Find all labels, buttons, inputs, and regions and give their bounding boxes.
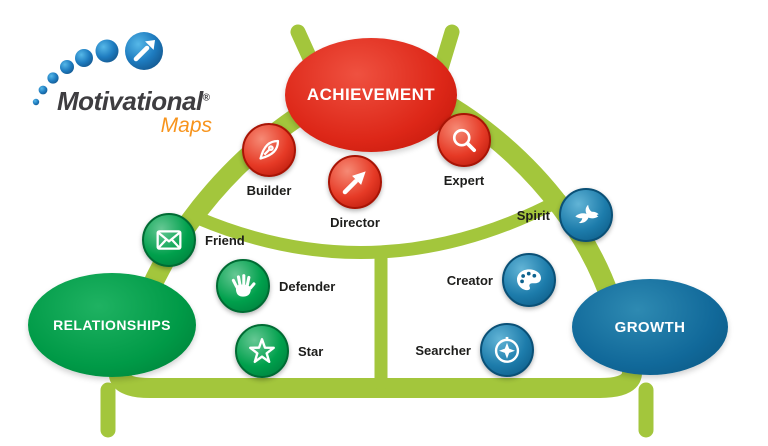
motivator-builder: Builder <box>215 123 323 198</box>
pen-nib-icon <box>259 139 280 160</box>
motivator-label: Searcher <box>415 342 471 358</box>
friend-badge <box>142 213 196 267</box>
motivator-label: Friend <box>205 232 245 248</box>
motivator-label: Spirit <box>516 207 550 223</box>
dove-icon <box>575 204 599 224</box>
node-achievement-label: ACHIEVEMENT <box>306 85 436 104</box>
node-growth: GROWTH <box>572 279 728 375</box>
node-relationships-label: RELATIONSHIPS <box>53 317 171 333</box>
compass-icon <box>494 336 520 363</box>
motivator-searcher: Searcher <box>415 323 534 377</box>
node-achievement: ACHIEVEMENT <box>285 38 457 152</box>
star-icon <box>249 338 275 364</box>
motivator-expert: Expert <box>410 113 518 188</box>
motivator-label: Expert <box>443 173 485 188</box>
motivator-friend: Friend <box>142 213 245 267</box>
motivator-creator: Creator <box>447 253 556 307</box>
motivator-label: Star <box>298 343 324 359</box>
spirit-badge <box>559 188 613 242</box>
logo: Motivational® Maps <box>0 0 250 140</box>
expert-badge <box>437 113 491 167</box>
magnifier-icon <box>452 128 476 152</box>
logo-sub-text: Maps <box>160 114 212 137</box>
node-relationships: RELATIONSHIPS <box>28 273 196 377</box>
director-badge <box>328 155 382 209</box>
motivator-label: Builder <box>246 183 292 198</box>
motivator-label: Creator <box>446 272 493 288</box>
palette-icon <box>517 269 541 291</box>
builder-badge <box>242 123 296 177</box>
star-badge <box>235 324 289 378</box>
envelope-icon <box>156 230 182 250</box>
motivator-defender: Defender <box>216 259 335 313</box>
arrow-up-right-icon <box>133 40 155 62</box>
motivator-label: Defender <box>279 278 336 294</box>
logo-brand-text: Motivational® <box>57 86 210 116</box>
motivator-label: Director <box>330 215 380 230</box>
defender-badge <box>216 259 270 313</box>
open-hand-icon <box>231 274 256 297</box>
arrow-icon <box>342 171 366 195</box>
motivator-director: Director <box>301 155 409 230</box>
motivator-star: Star <box>235 324 323 378</box>
searcher-badge <box>480 323 534 377</box>
registered-mark: ® <box>202 92 210 104</box>
node-growth-label: GROWTH <box>614 318 686 336</box>
logo-swoosh-icon <box>32 32 163 106</box>
creator-badge <box>502 253 556 307</box>
motivator-spirit: Spirit <box>517 188 613 242</box>
